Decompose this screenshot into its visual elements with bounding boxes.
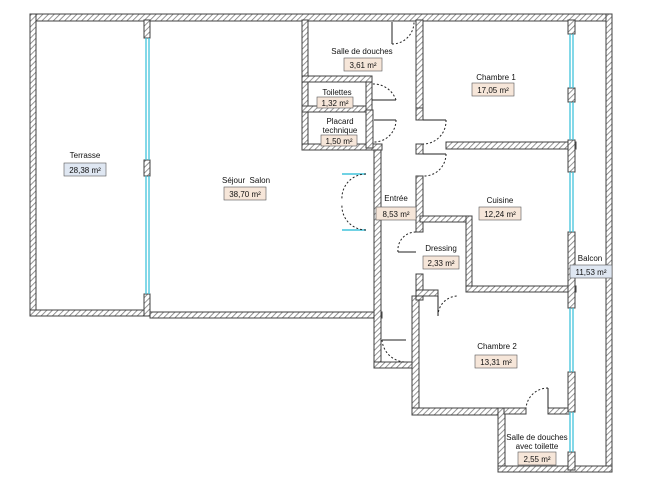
area-value-entree: 8,53 m² [382, 210, 409, 219]
room-label-sdb: Salle de douches [331, 47, 392, 56]
wall-bottom-sejour [149, 311, 383, 319]
wall-balcon-inner-top [567, 19, 576, 35]
room-label-cuisine: Cuisine [487, 196, 514, 205]
wall-sdb2-top-left [503, 407, 527, 415]
area-value-toilettes: 1,32 m² [321, 99, 348, 108]
wall-right [605, 13, 613, 473]
wall-entree-bottom [373, 361, 419, 369]
room-label-balcon: Balcon [578, 254, 602, 263]
area-value-balcon: 11,53 m² [576, 268, 607, 277]
wall-toilettes-right [365, 81, 373, 111]
wall-sdb-bottom [301, 75, 373, 83]
door-placard-swing [373, 119, 397, 143]
area-value-chambre1: 17,05 m² [477, 86, 509, 95]
room-label-sdb2-1: Salle de douches [506, 433, 567, 442]
area-box-cuisine [478, 206, 522, 221]
area-value-terrasse: 28,38 m² [69, 166, 101, 175]
wall-left [29, 13, 37, 317]
door-sdb2-swing [525, 387, 549, 409]
wall-dressing-top [419, 215, 473, 223]
wall-entree-right-bottom [415, 273, 424, 301]
door-chambre2-swing [437, 295, 459, 317]
wall-entree-right-mid [415, 143, 424, 155]
wall-chambre2-bottom [411, 407, 505, 416]
room-label-terrasse: Terrasse [70, 151, 101, 160]
wall-bottom-terrasse [29, 309, 151, 317]
area-box-sejour [223, 186, 267, 201]
wall-terrasse-divider-mid [143, 159, 151, 177]
area-value-chambre2: 13,31 m² [480, 358, 512, 367]
room-label-sejour: Séjour Salon [222, 176, 270, 185]
door-entree-swing [381, 339, 407, 363]
wall-balcon-inner-d [567, 371, 576, 413]
area-value-sdb2: 2,55 m² [523, 455, 550, 464]
wall-top [33, 13, 613, 22]
area-box-balcon [569, 264, 613, 279]
area-box-dressing [422, 255, 460, 270]
area-box-chambre1 [471, 82, 515, 97]
room-labels: Terrasse 28,38 m² Séjour Salon 38,70 m² … [63, 47, 613, 466]
wall-chambre1-bottom [445, 141, 577, 150]
wall-dressing-right [465, 215, 473, 289]
door-chambre1-swing [422, 119, 447, 145]
doors [341, 21, 549, 409]
area-box-sdb2 [517, 451, 557, 466]
area-value-cuisine: 12,24 m² [484, 210, 516, 219]
area-value-dressing: 2,33 m² [427, 259, 454, 268]
wall-chambre2-top-left [415, 289, 439, 297]
area-box-toilettes [316, 96, 354, 109]
windows [145, 34, 574, 452]
area-box-terrasse [63, 162, 107, 177]
door-wc-swing [371, 83, 397, 101]
door-sdb-swing [391, 21, 415, 45]
room-label-toilettes: Toilettes [322, 88, 351, 97]
wall-sdb-left [301, 19, 309, 149]
area-box-placard [320, 134, 358, 147]
wall-chambre2-left [411, 295, 420, 415]
area-box-entree [375, 206, 417, 221]
wall-terrasse-divider-bottom [143, 293, 151, 317]
wall-entree-left [373, 143, 382, 369]
room-label-chambre1: Chambre 1 [476, 73, 516, 82]
area-box-chambre2 [474, 354, 518, 369]
wall-balcon-inner-e [567, 451, 576, 471]
door-cuisine-swing [422, 153, 447, 177]
area-value-sdb: 3,61 m² [349, 61, 376, 70]
wall-terrasse-divider-top [143, 19, 151, 39]
wall-placard-right [365, 109, 374, 149]
wall-entree-right-top [415, 107, 424, 121]
room-label-entree: Entrée [384, 194, 408, 203]
area-value-placard: 1,50 m² [325, 137, 352, 146]
room-label-placard-2: technique [323, 126, 358, 135]
walls [29, 13, 613, 473]
wall-bottom-right [497, 465, 613, 473]
room-label-placard-1: Placard [326, 117, 353, 126]
room-label-dressing: Dressing [425, 244, 457, 253]
wall-balcon-inner-a [567, 87, 576, 103]
wall-balcon-inner-b [567, 139, 576, 173]
wall-cuisine-bottom [465, 285, 577, 293]
wall-sdb-right [415, 19, 424, 117]
door-dressing-swing [397, 231, 417, 253]
wall-entree-right-low [415, 175, 424, 233]
room-label-chambre2: Chambre 2 [477, 342, 517, 351]
door-sejour-swing-top [341, 173, 367, 201]
wall-sdb2-top [547, 407, 571, 415]
room-label-sdb2-2: avec toilette [516, 442, 559, 451]
area-value-sejour: 38,70 m² [229, 190, 261, 199]
door-sejour-swing-bottom [341, 203, 367, 231]
area-box-sdb [343, 57, 383, 72]
wall-sdb2-left [497, 407, 506, 473]
